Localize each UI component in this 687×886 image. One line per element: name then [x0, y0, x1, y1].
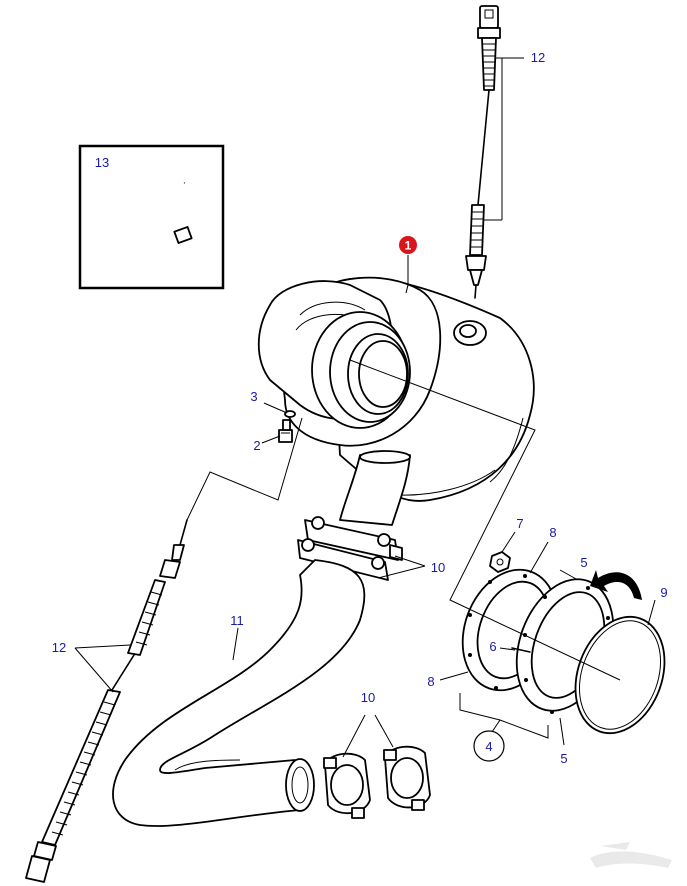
- hose-clamp-upper: [297, 516, 403, 581]
- inset-box-cable-tie: [78, 144, 225, 290]
- callout-8b: 8: [427, 674, 434, 689]
- callout-11: 11: [230, 613, 244, 628]
- callout-6: 6: [489, 639, 496, 654]
- corner-watermark: [590, 842, 672, 868]
- exhaust-silencer: [257, 276, 535, 526]
- leader-12-top: [484, 57, 524, 221]
- callout-10a: 10: [431, 560, 445, 575]
- callout-4: 4: [485, 739, 492, 754]
- leader-10-upper: [377, 555, 426, 579]
- callout-12b: 12: [52, 640, 66, 655]
- o-ring-9: [574, 615, 666, 735]
- highlight-callout-1: [399, 236, 417, 254]
- leader-10-lower: [342, 714, 394, 758]
- hose-clamp-lower: [323, 745, 431, 819]
- callout-12a: 12: [531, 50, 545, 65]
- nut-7: [489, 551, 511, 573]
- callout-13: 13: [95, 155, 109, 170]
- assembly-circle-4: [473, 730, 505, 762]
- exhaust-temp-sensor-bottom: [25, 519, 188, 883]
- callout-1: 1: [405, 239, 412, 253]
- callout-2: 2: [253, 438, 260, 453]
- rotation-arrow-icon: [590, 570, 642, 600]
- bolt-2: [278, 410, 296, 443]
- leader-12-bottom: [74, 644, 131, 693]
- callout-7: 7: [516, 516, 523, 531]
- callout-8a: 8: [549, 525, 556, 540]
- callout-5a: 5: [580, 555, 587, 570]
- callout-3: 3: [250, 389, 257, 404]
- callout-10b: 10: [361, 690, 375, 705]
- callout-5b: 5: [560, 751, 567, 766]
- exhaust-hose: [112, 559, 366, 827]
- callout-9: 9: [660, 585, 667, 600]
- exhaust-temp-sensor-top: [465, 5, 501, 299]
